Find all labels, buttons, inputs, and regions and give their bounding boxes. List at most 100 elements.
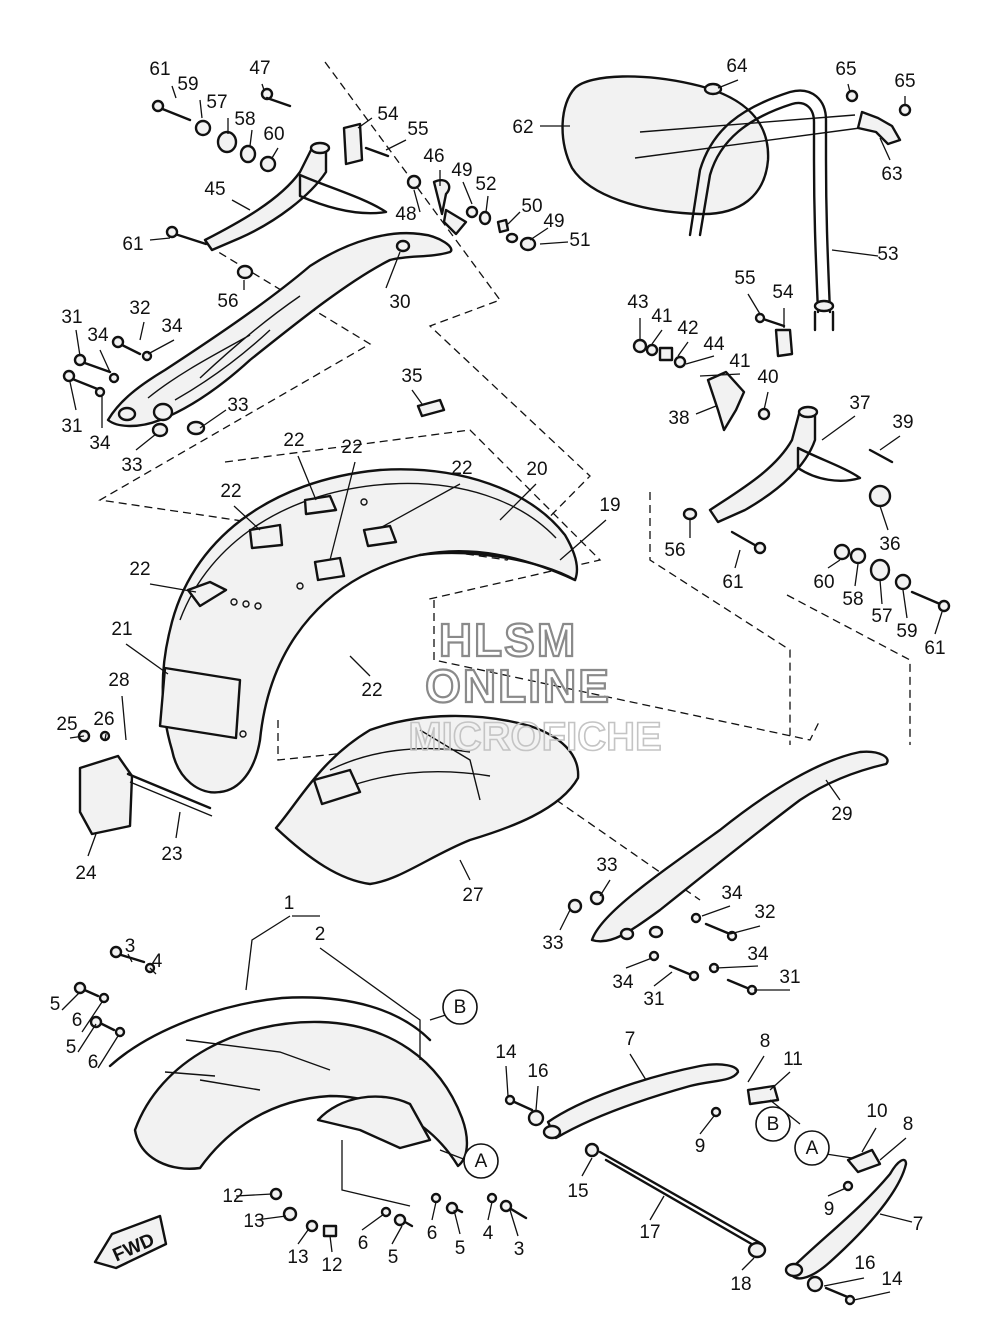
part-callout-34: 34	[747, 944, 769, 965]
part-callout-59: 59	[896, 621, 917, 642]
leader-lines	[61, 79, 943, 1301]
part-callout-9: 9	[824, 1199, 835, 1220]
part-callout-34: 34	[612, 972, 634, 993]
part-callout-11: 11	[783, 1049, 803, 1070]
part-callout-5: 5	[455, 1238, 466, 1259]
front-fender	[108, 996, 469, 1170]
ref-circle-b: B	[755, 1106, 791, 1142]
fwd-direction-badge: FWD	[93, 1214, 168, 1270]
part-callout-7: 7	[913, 1214, 924, 1235]
tail-plate-items	[78, 754, 213, 836]
part-callout-50: 50	[521, 196, 542, 217]
part-callout-4: 4	[152, 951, 163, 972]
part-callout-54: 54	[772, 282, 794, 303]
part-callout-34: 34	[89, 433, 111, 454]
part-callout-65: 65	[835, 59, 856, 80]
part-callout-48: 48	[395, 204, 416, 225]
part-callout-64: 64	[726, 56, 748, 77]
part-callout-14: 14	[881, 1269, 903, 1290]
part-callout-37: 37	[849, 393, 870, 414]
part-callout-58: 58	[234, 109, 255, 130]
watermark-line-2: ONLINE	[425, 660, 611, 712]
part-callout-56: 56	[217, 291, 238, 312]
part-callout-6: 6	[72, 1010, 83, 1031]
part-callout-32: 32	[129, 298, 150, 319]
part-callout-3: 3	[514, 1239, 525, 1260]
ref-circle-label: B	[454, 997, 467, 1018]
watermark: HLSM ONLINE MICROFICHE	[408, 613, 663, 760]
left-sissy-bracket	[203, 141, 388, 252]
ref-circle-label: B	[767, 1114, 780, 1135]
part-callout-33: 33	[121, 455, 142, 476]
ref-circle-label: A	[475, 1151, 488, 1172]
right-side-rail	[590, 750, 889, 943]
part-callout-57: 57	[206, 92, 227, 113]
part-callout-5: 5	[388, 1247, 399, 1268]
front-fender-stays	[542, 1063, 908, 1280]
part-callout-49: 49	[543, 211, 564, 232]
watermark-line-1: HLSM	[439, 614, 577, 666]
part-callout-4: 4	[483, 1223, 494, 1244]
part-callout-31: 31	[643, 989, 664, 1010]
part-callout-20: 20	[526, 459, 547, 480]
part-callout-35: 35	[401, 366, 422, 387]
part-callout-61: 61	[924, 638, 945, 659]
part-callout-22: 22	[361, 680, 382, 701]
part-callout-19: 19	[599, 495, 620, 516]
part-callout-55: 55	[407, 119, 428, 140]
part-callout-60: 60	[813, 572, 834, 593]
part-callout-62: 62	[512, 117, 533, 138]
part-callout-34: 34	[87, 325, 109, 346]
part-callout-44: 44	[703, 334, 725, 355]
part-callout-17: 17	[639, 1222, 660, 1243]
part-callout-15: 15	[567, 1181, 588, 1202]
part-callout-5: 5	[50, 994, 61, 1015]
backrest-pad	[561, 75, 770, 216]
part-callout-14: 14	[495, 1042, 517, 1063]
part-callout-22: 22	[341, 437, 362, 458]
part-callout-42: 42	[677, 318, 698, 339]
part-callout-28: 28	[108, 670, 129, 691]
part-callout-22: 22	[451, 458, 472, 479]
part-callout-34: 34	[721, 883, 743, 904]
part-callout-54: 54	[377, 104, 399, 125]
part-callout-61: 61	[149, 59, 170, 80]
part-callout-26: 26	[93, 709, 114, 730]
part-callout-6: 6	[88, 1052, 99, 1073]
part-callout-33: 33	[542, 933, 563, 954]
part-callout-65: 65	[894, 71, 915, 92]
part-callout-2: 2	[315, 924, 326, 945]
part-callout-41: 41	[651, 306, 672, 327]
ref-circle-b: B	[442, 989, 478, 1025]
part-callout-31: 31	[61, 416, 82, 437]
part-callout-39: 39	[892, 412, 913, 433]
part-callout-34: 34	[161, 316, 183, 337]
part-callout-6: 6	[427, 1223, 438, 1244]
inner-mud-guard	[274, 714, 580, 886]
part-callout-31: 31	[779, 967, 800, 988]
part-callout-63: 63	[881, 164, 902, 185]
part-callout-61: 61	[722, 572, 743, 593]
part-callout-25: 25	[56, 714, 77, 735]
part-callout-12: 12	[222, 1186, 243, 1207]
part-callout-53: 53	[877, 244, 898, 265]
part-callout-22: 22	[283, 430, 304, 451]
part-callout-43: 43	[627, 292, 648, 313]
ref-circle-a: A	[794, 1130, 830, 1166]
part-callout-49: 49	[451, 160, 472, 181]
part-callout-29: 29	[831, 804, 852, 825]
part-callout-1: 1	[284, 893, 295, 914]
part-callout-10: 10	[866, 1101, 887, 1122]
part-callout-8: 8	[903, 1114, 914, 1135]
part-callout-6: 6	[358, 1233, 369, 1254]
part-callout-13: 13	[287, 1247, 308, 1268]
backrest-assembly	[561, 75, 902, 332]
part-callout-52: 52	[475, 174, 496, 195]
part-callout-13: 13	[243, 1211, 264, 1232]
part-callout-18: 18	[730, 1274, 751, 1295]
part-callout-5: 5	[66, 1037, 77, 1058]
part-callout-33: 33	[227, 395, 248, 416]
part-callout-22: 22	[220, 481, 241, 502]
